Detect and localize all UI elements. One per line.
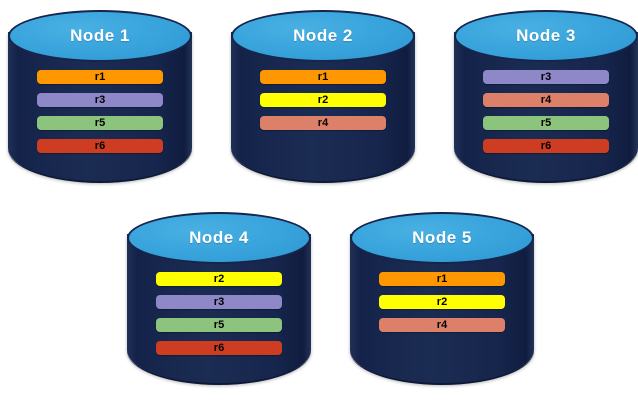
database-node-2[interactable]: Node 2 r1 r2 r4 — [231, 10, 415, 188]
replica-bar[interactable]: r5 — [483, 116, 609, 130]
database-node-1[interactable]: Node 1 r1 r3 r5 r6 — [8, 10, 192, 188]
node-title: Node 3 — [516, 26, 576, 45]
replica-bar[interactable]: r2 — [379, 295, 505, 309]
replica-bar[interactable]: r6 — [37, 139, 163, 153]
database-node-4[interactable]: Node 4 r2 r3 r5 r6 — [127, 212, 311, 390]
cylinder-top-icon: Node 5 — [350, 212, 534, 264]
replica-bar[interactable]: r1 — [260, 70, 386, 84]
replica-bar[interactable]: r4 — [260, 116, 386, 130]
database-node-5[interactable]: Node 5 r1 r2 r4 — [350, 212, 534, 390]
replica-bar[interactable]: r4 — [483, 93, 609, 107]
replica-bar[interactable]: r1 — [37, 70, 163, 84]
database-node-3[interactable]: Node 3 r3 r4 r5 r6 — [454, 10, 638, 188]
replica-bar[interactable]: r3 — [37, 93, 163, 107]
cylinder-bottom-rim — [8, 149, 192, 183]
replica-bar[interactable]: r5 — [37, 116, 163, 130]
replica-bar[interactable]: r6 — [156, 341, 282, 355]
cylinder-bottom-rim — [454, 149, 638, 183]
replica-bar[interactable]: r2 — [156, 272, 282, 286]
replica-bar[interactable]: r2 — [260, 93, 386, 107]
replica-bar[interactable]: r4 — [379, 318, 505, 332]
cylinder-bottom-rim — [127, 351, 311, 385]
replica-bar[interactable]: r6 — [483, 139, 609, 153]
replica-list: r3 r4 r5 r6 — [454, 70, 638, 153]
node-title: Node 4 — [189, 228, 249, 247]
replica-list: r1 r3 r5 r6 — [8, 70, 192, 153]
node-title: Node 2 — [293, 26, 353, 45]
cylinder-top-icon: Node 1 — [8, 10, 192, 62]
cylinder-bottom-rim — [350, 351, 534, 385]
replica-bar[interactable]: r1 — [379, 272, 505, 286]
cylinder-top-icon: Node 2 — [231, 10, 415, 62]
cylinder-top-icon: Node 4 — [127, 212, 311, 264]
replica-list: r1 r2 r4 — [231, 70, 415, 130]
replica-list: r2 r3 r5 r6 — [127, 272, 311, 355]
replica-bar[interactable]: r3 — [483, 70, 609, 84]
node-title: Node 5 — [412, 228, 472, 247]
node-title: Node 1 — [70, 26, 130, 45]
replica-bar[interactable]: r3 — [156, 295, 282, 309]
replica-list: r1 r2 r4 — [350, 272, 534, 332]
cylinder-top-icon: Node 3 — [454, 10, 638, 62]
cylinder-bottom-rim — [231, 149, 415, 183]
replica-bar[interactable]: r5 — [156, 318, 282, 332]
